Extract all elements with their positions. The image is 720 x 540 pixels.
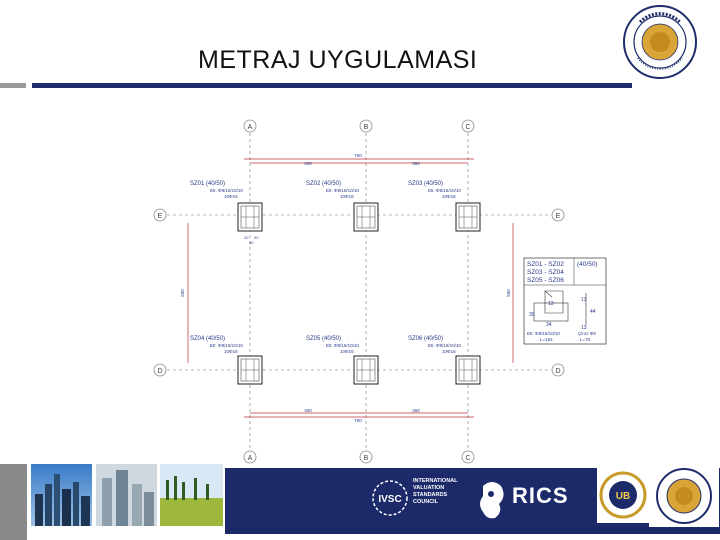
column-stirrup: Etr. Φ8/16/10/10 [326, 343, 359, 348]
column-title: SZ05 (40/50) [306, 336, 341, 342]
ivsc-logo-text: IVSC [378, 494, 401, 505]
axis-label-b: B [364, 124, 369, 131]
ivsc-line: STANDARDS [413, 492, 448, 498]
rics-logo-text: RICS [512, 483, 569, 508]
column-title: SZ01 (40/50) [190, 181, 225, 187]
dim-side-left: 500 [180, 289, 185, 297]
towers-photo [96, 464, 157, 526]
column-rebar: 10Φ16 [442, 349, 456, 354]
university-seal-logo [623, 5, 697, 79]
dim-top-total: 760 [354, 153, 362, 158]
column-sz03: SZ03 (40/50) Etr. Φ8/16/10/10 10Φ16 [408, 181, 481, 232]
header-rule [32, 83, 632, 88]
footer-accent-bar [0, 464, 27, 540]
column-title: SZ03 (40/50) [408, 181, 443, 187]
column-rebar: 10Φ16 [442, 194, 456, 199]
axis-label-c: C [465, 124, 470, 131]
dim-bottom-total: 760 [354, 418, 362, 423]
legend-tie: Çiroz Φ8 [578, 331, 596, 336]
partner-badge-icon: UB [597, 463, 649, 523]
legend-dim: 13 [581, 297, 587, 303]
axis-label-a: A [248, 124, 253, 131]
column-rebar: 10Φ16 [340, 349, 354, 354]
ivsc-logo-icon: IVSC [372, 480, 408, 516]
column-rebar: 10Φ16 [224, 349, 238, 354]
university-badge-icon [649, 463, 719, 527]
legend-stirrup-length: L=154 [540, 337, 553, 342]
column-stirrup: Etr. Φ8/16/10/10 [210, 188, 243, 193]
column-title: SZ04 (40/50) [190, 336, 225, 342]
column-sz06: SZ06 (40/50) Etr. Φ8/16/10/10 10Φ16 [408, 336, 481, 385]
legend-dim: 34 [546, 322, 552, 328]
axis-label-e: E [158, 213, 163, 220]
footer-logo-band: IVSC INTERNATIONAL VALUATION STANDARDS C… [225, 463, 720, 534]
column-layout-drawing: A B C A B C E E D D 760 400 360 400 360 … [153, 119, 607, 464]
axis-label-b-bottom: B [364, 455, 369, 462]
column-stirrup: Etr. Φ8/16/10/10 [428, 188, 461, 193]
legend-row-2: SZ03 - SZ04 [527, 269, 564, 276]
axis-label-d: D [157, 368, 162, 375]
column-stirrup: Etr. Φ8/16/10/10 [326, 188, 359, 193]
column-legend: SZ01 - SZ02 (40/50) SZ03 - SZ04 SZ05 - S… [523, 257, 607, 345]
axis-label-c-bottom: C [465, 455, 470, 462]
legend-row-1: SZ01 - SZ02 [527, 261, 564, 268]
svg-text:UB: UB [616, 491, 630, 502]
column-sz01: SZ01 (40/50) Etr. Φ8/16/10/10 10Φ16 20 2… [190, 181, 263, 245]
column-stirrup: Etr. Φ8/16/10/10 [210, 343, 243, 348]
legend-dim: 13 [581, 325, 587, 331]
column-sz05: SZ05 (40/50) Etr. Φ8/16/10/10 10Φ16 [306, 336, 379, 385]
column-title: SZ02 (40/50) [306, 181, 341, 187]
axis-label-d-right: D [555, 368, 560, 375]
legend-dim: 30 [529, 312, 535, 318]
legend-section: (40/50) [577, 261, 598, 268]
dim-top-right: 360 [412, 161, 420, 166]
grid-axis-lines [167, 133, 550, 449]
column-sz04: SZ04 (40/50) Etr. Φ8/16/10/10 10Φ16 [190, 336, 263, 385]
dim-side-right: 500 [506, 289, 511, 297]
rics-lion-icon [480, 482, 504, 519]
column-dim-width: 40 [249, 240, 254, 245]
ivsc-line: COUNCIL [413, 499, 439, 505]
legend-dim: 13 [548, 301, 554, 307]
column-title: SZ06 (40/50) [408, 336, 443, 342]
column-rebar: 10Φ16 [224, 194, 238, 199]
column-dim-a: 20 [244, 235, 249, 240]
beam-lines [187, 158, 514, 418]
legend-tie-length: L=70 [580, 337, 591, 342]
axis-markers [153, 119, 565, 464]
dim-bottom-left: 400 [304, 408, 312, 413]
dim-top-left: 400 [304, 161, 312, 166]
ivsc-line: INTERNATIONAL [413, 478, 458, 484]
dim-bottom-right: 360 [412, 408, 420, 413]
page-title: METRAJ UYGULAMASI [198, 46, 478, 74]
legend-row-3: SZ05 - SZ06 [527, 277, 564, 284]
ivsc-council-text: INTERNATIONAL VALUATION STANDARDS COUNCI… [413, 478, 458, 506]
column-stirrup: Etr. Φ8/16/10/10 [428, 343, 461, 348]
column-rebar: 10Φ16 [340, 194, 354, 199]
axis-label-a-bottom: A [248, 455, 253, 462]
countryside-photo [160, 464, 223, 526]
header-rule-accent [0, 83, 26, 88]
column-dim-b: 20 [254, 235, 259, 240]
legend-dim: 44 [590, 309, 596, 315]
ivsc-line: VALUATION [413, 485, 445, 491]
column-sz02: SZ02 (40/50) Etr. Φ8/16/10/10 10Φ16 [306, 181, 379, 232]
legend-stirrup: Etr. Φ8/16/10/10 [527, 331, 560, 336]
axis-label-e-right: E [556, 213, 561, 220]
city-skyline-photo [31, 464, 92, 526]
